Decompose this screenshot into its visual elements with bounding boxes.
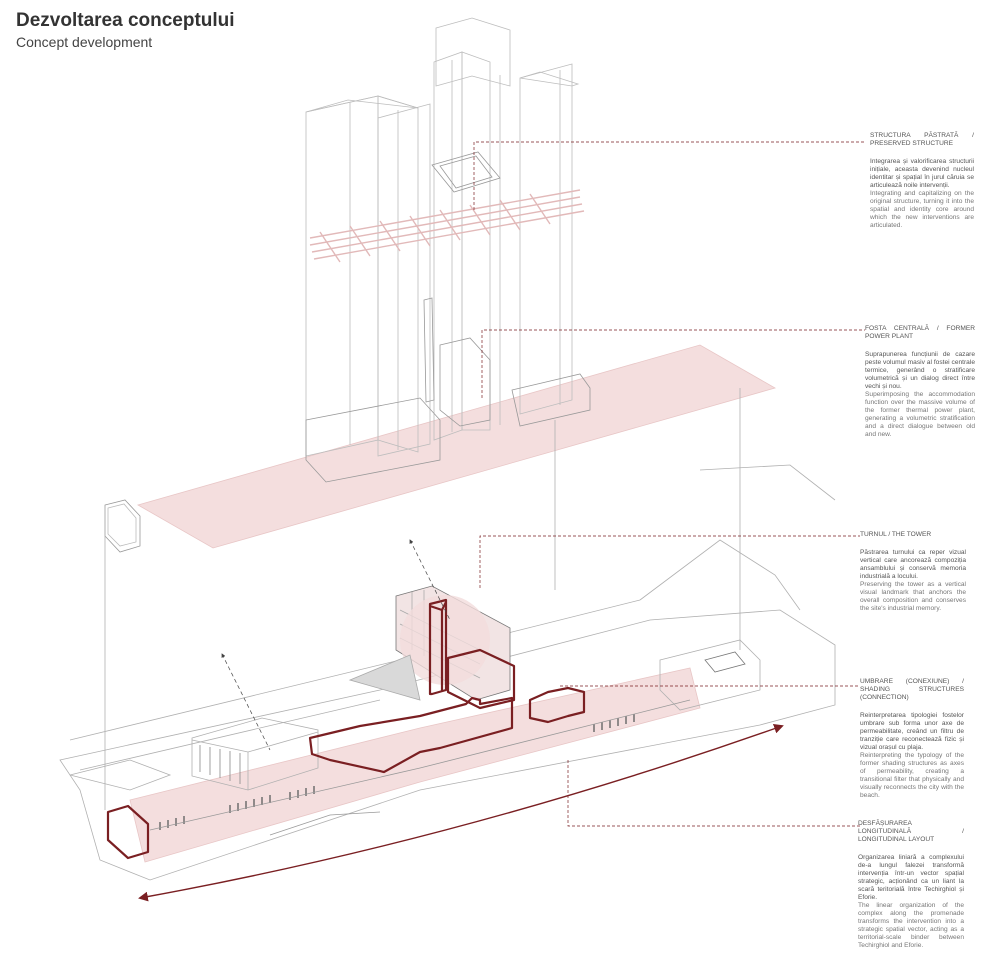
annotation-text-en: The linear organization of the complex a… [858,902,964,949]
annotation-shading: UMBRARE (CONEXIUNE) / SHADING STRUCTURES… [860,678,964,800]
ghost-tower-3 [433,51,463,441]
page-title: Dezvoltarea conceptului [16,10,235,31]
east-block [528,686,586,724]
annotation-heading: TURNUL / THE TOWER [860,531,932,538]
tower-volume [428,598,448,696]
leader-lines-lower [479,535,860,827]
annotation-text-ro: Suprapunerea funcțiunii de cazare peste … [865,351,975,390]
territorial-axis-arrow [138,723,784,902]
annotation-heading: FOSTA CENTRALĂ / FORMER POWER PLANT [865,325,975,340]
annotation-text-ro: Păstrarea turnului ca reper vizual verti… [860,549,966,580]
annotation-heading: STRUCTURA PĂSTRATĂ / PRESERVED STRUCTURE [870,132,974,147]
annotation-text-ro: Reinterpretarea tipologiei fostelor umbr… [860,712,964,751]
annotation-text-en: Reinterpreting the typology of the forme… [860,752,964,799]
leader-lines-upper [473,141,865,398]
annotation-tower: TURNUL / THE TOWER Păstrarea turnului ca… [860,531,966,613]
upper-ground-zone [136,344,777,549]
annotation-text-en: Integrating and capitalizing on the orig… [870,190,974,229]
annotation-text-ro: Organizarea liniară a complexului de-a l… [858,854,964,901]
leader-power-plant [481,329,865,398]
ghost-tower-2 [377,103,431,457]
annotation-power-plant: FOSTA CENTRALĂ / FORMER POWER PLANT Supr… [865,325,975,439]
east-building [659,639,761,711]
ghost-tower-1 [305,95,379,457]
leader-longitudinal [567,760,860,827]
ghost-tower-5 [519,63,573,415]
upper-chimney [423,297,435,403]
annotation-longitudinal: DESFĂȘURAREA LONGITUDINALĂ / LONGITUDINA… [858,820,964,950]
annotation-text-en: Preserving the tower as a vertical visua… [860,581,966,612]
annotation-heading: DESFĂȘURAREA LONGITUDINALĂ / LONGITUDINA… [858,820,964,843]
ghost-tower-4 [435,17,511,87]
annotation-heading: UMBRARE (CONEXIUNE) / SHADING STRUCTURES… [860,678,964,701]
annotation-text-ro: Integrarea și valorificarea structurii i… [870,158,974,189]
leader-preserved [473,141,865,210]
axis-arrows [221,539,451,751]
annotation-text-en: Superimposing the accommodation function… [865,391,975,438]
annotation-preserved-structure: STRUCTURA PĂSTRATĂ / PRESERVED STRUCTURE… [870,132,974,230]
upper-layer [104,17,777,553]
upper-shading-grid [309,189,585,263]
page-subtitle: Concept development [16,34,153,50]
site-outline [59,609,836,881]
leader-tower [479,535,860,588]
east-tower-block [446,648,516,710]
